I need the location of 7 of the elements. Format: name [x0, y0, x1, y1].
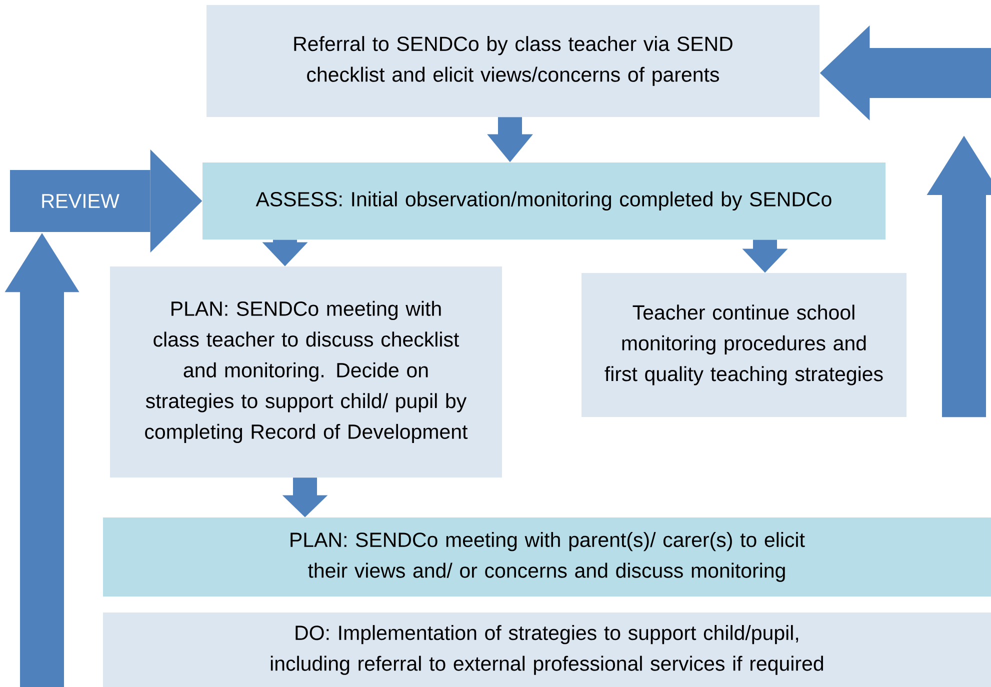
process-box: PLAN: SENDCo meeting with parent(s)/ carer(s) to elicit their views and/ or concerns and discuss monitoring [103, 517, 991, 596]
node-label: REVIEW [42, 194, 120, 208]
process-box: DO: Implementation of strategies to support child/pupil, including referral to external professional services if required [103, 612, 991, 687]
process-box: ASSESS: Initial observation/monitoring completed by SENDCo [202, 162, 886, 240]
process-box: Teacher continue school monitoring procedures and first quality teaching strategies [582, 273, 906, 417]
process-box: PLAN: SENDCo meeting with class teacher to discuss checklist and monitoring. Decide on strategies to support child/ pupil by completing Record of Development [110, 266, 502, 478]
process-box: Referral to SENDCo by class teacher via SEND checklist and elicit views/concerns of parents [206, 4, 820, 117]
